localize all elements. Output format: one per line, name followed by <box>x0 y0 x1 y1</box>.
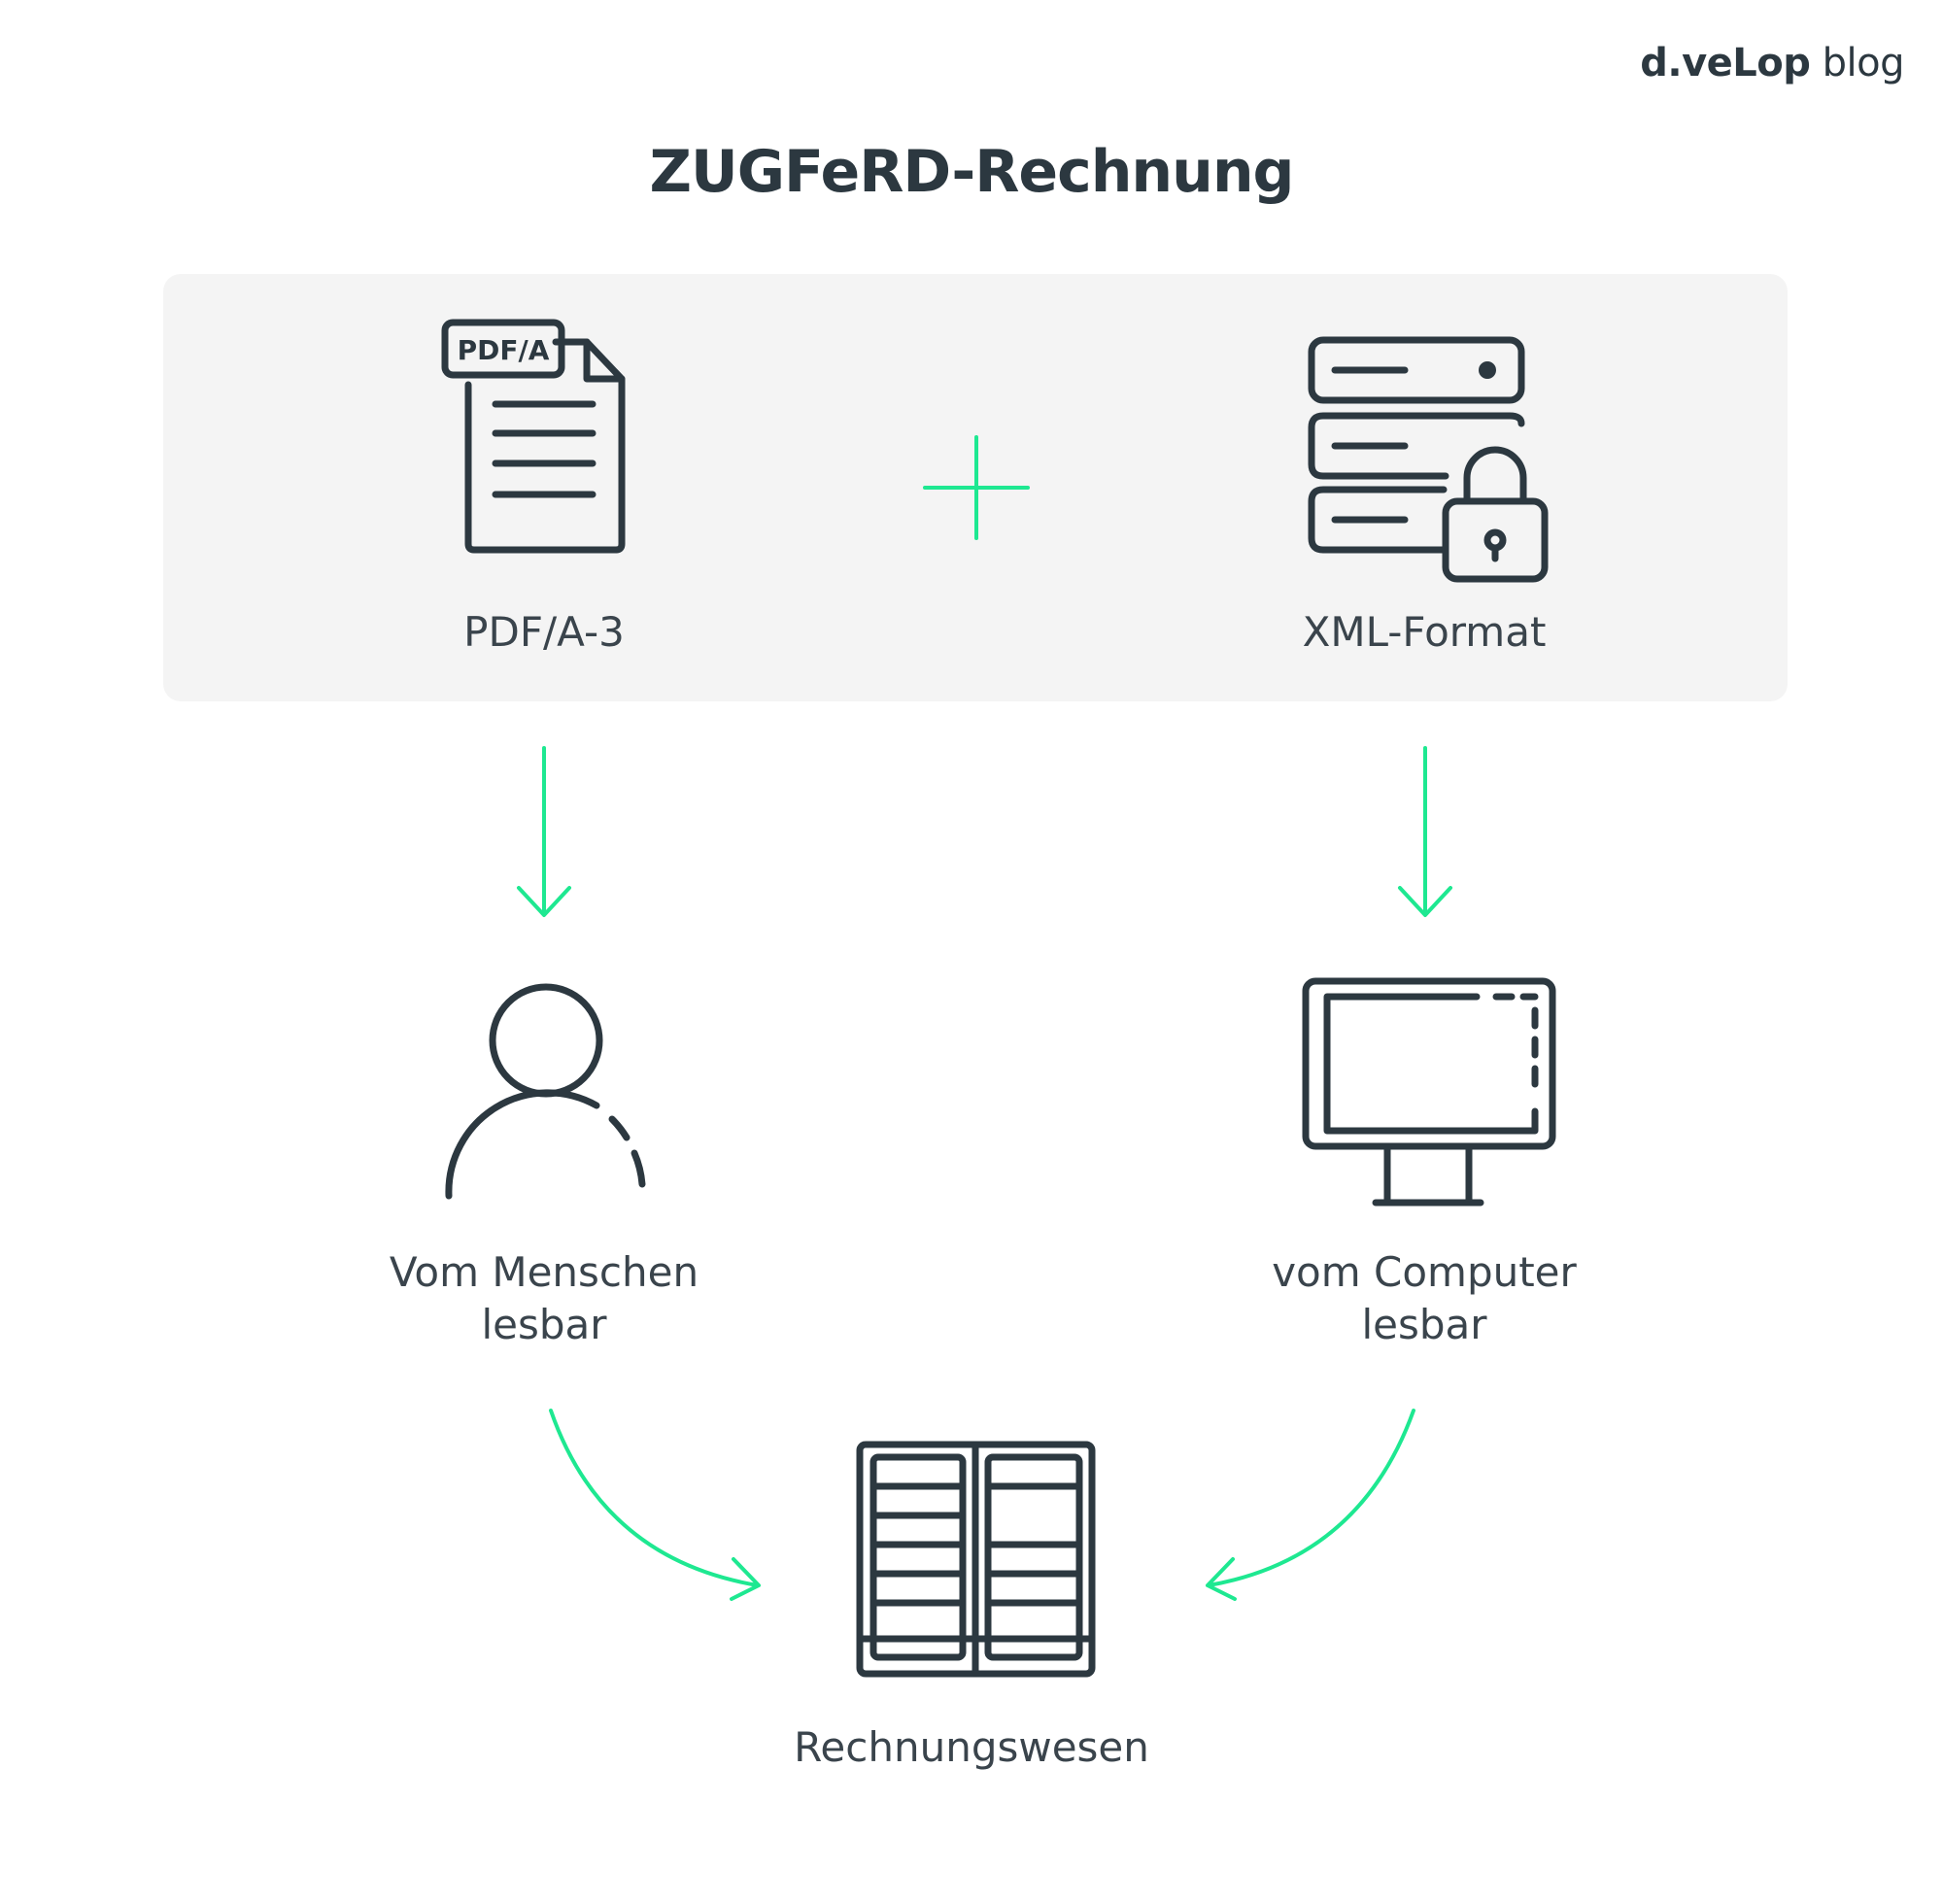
pdf-badge-text: PDF/A <box>458 334 550 366</box>
computer-label-line1: vom Computer <box>1272 1248 1577 1296</box>
filing-cabinet-icon <box>856 1441 1096 1678</box>
arrow-xml-to-computer <box>1398 746 1452 917</box>
arrow-human-to-accounting <box>549 1409 761 1601</box>
logo-suffix: blog <box>1810 41 1905 85</box>
person-icon <box>445 983 646 1200</box>
arrow-pdf-to-human <box>517 746 571 917</box>
pdf-label: PDF/A-3 <box>463 608 625 656</box>
human-label-line1: Vom Menschen <box>389 1248 699 1296</box>
pdf-document-icon: PDF/A <box>441 319 626 554</box>
human-readable-label: Vom Menschen lesbar <box>301 1246 787 1351</box>
arrow-computer-to-accounting <box>1206 1409 1415 1601</box>
locked-server-icon <box>1308 336 1549 583</box>
diagram-title: ZUGFeRD-Rechnung <box>649 138 1294 206</box>
computer-readable-label: vom Computer lesbar <box>1181 1246 1667 1351</box>
human-label-line2: lesbar <box>481 1301 607 1348</box>
plus-icon <box>923 435 1030 540</box>
computer-label-line2: lesbar <box>1361 1301 1487 1348</box>
accounting-label: Rechnungswesen <box>794 1723 1149 1771</box>
logo-brand: d.veLop <box>1640 41 1811 85</box>
dvelop-blog-logo[interactable]: d.veLop blog <box>1640 41 1904 85</box>
monitor-icon <box>1302 977 1556 1207</box>
xml-label: XML-Format <box>1302 608 1547 656</box>
